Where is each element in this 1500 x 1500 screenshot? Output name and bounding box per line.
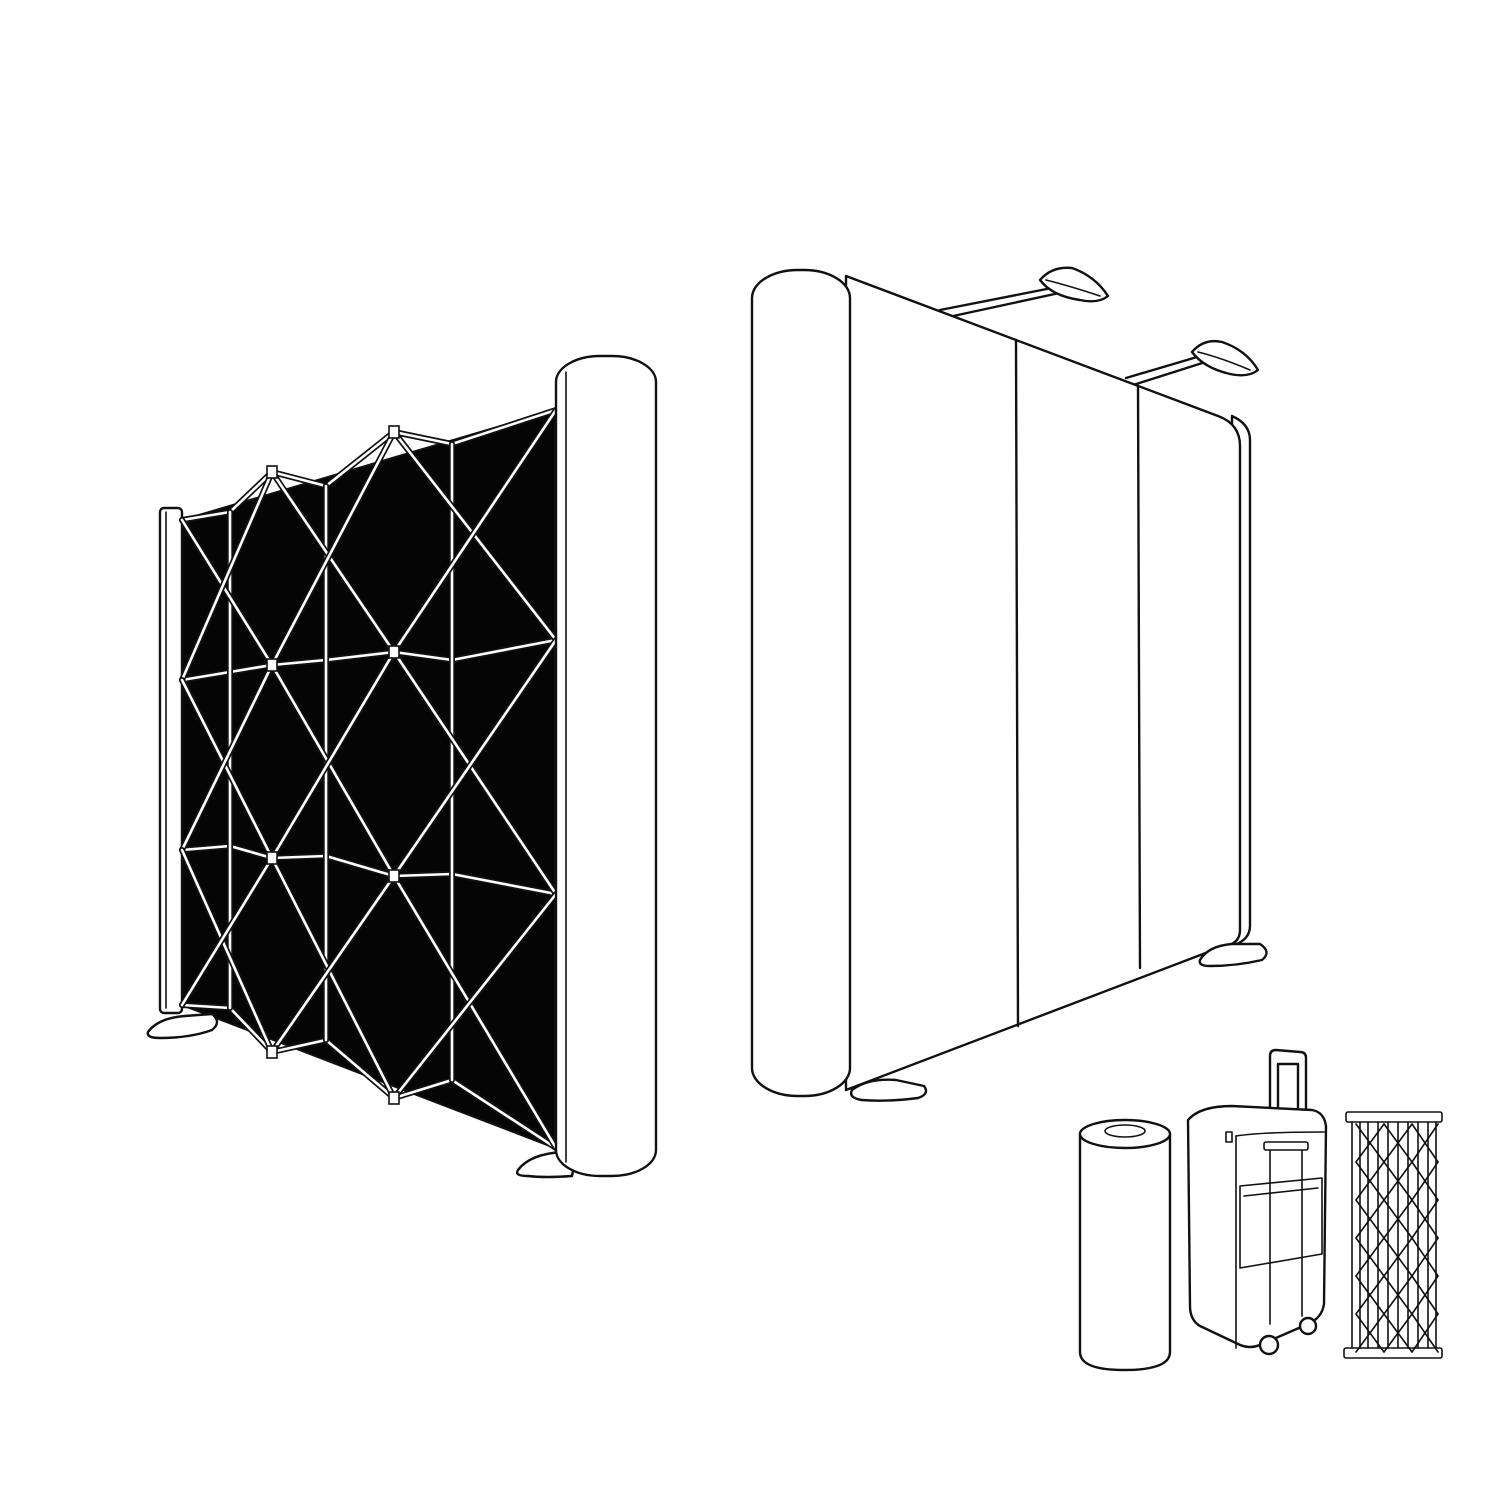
- spotlight-top: [938, 266, 1110, 320]
- frame-bar-highlight: [392, 430, 454, 446]
- frame-bar-highlight: [450, 638, 558, 662]
- wall-panel: [844, 274, 1242, 1092]
- frame-bar-highlight: [180, 678, 274, 860]
- wall-left-end-cap: [750, 268, 852, 1098]
- spotlight-bottom: [1124, 339, 1260, 388]
- frame-bar-highlight: [180, 1003, 232, 1010]
- frame-bar-highlight: [450, 872, 558, 896]
- frame-bar-highlight: [180, 470, 274, 682]
- left-end-cap: [158, 506, 184, 1015]
- folded-cross-bar: [1383, 1275, 1413, 1315]
- frame-bar-highlight: [270, 430, 396, 667]
- frame-bar-highlight: [270, 658, 328, 667]
- frame-bar-highlight: [270, 874, 396, 1054]
- folded-cross-bar: [1355, 1275, 1385, 1315]
- frame-bar-highlight: [180, 670, 232, 682]
- folded-cross-bar: [1355, 1313, 1385, 1353]
- frame-bar-highlight: [228, 844, 274, 860]
- folded-cross-bar: [1383, 1123, 1413, 1163]
- frame-bar-highlight: [228, 1006, 274, 1054]
- folded-cross-bar: [1355, 1199, 1385, 1239]
- folded-cross-bar: [1355, 1123, 1385, 1163]
- frame-bar-highlight: [392, 872, 454, 878]
- frame-bar-highlight: [270, 470, 396, 654]
- frame-bar-highlight: [270, 1038, 328, 1054]
- folded-cross-bar: [1355, 1237, 1385, 1277]
- folded-cross-bar: [1411, 1123, 1439, 1163]
- fabric-wall-display: [750, 266, 1268, 1102]
- frame-hub: [388, 425, 400, 439]
- folded-cross-bar: [1383, 1237, 1413, 1277]
- black-back-panel: [181, 408, 556, 1150]
- folded-frame: [1343, 1111, 1443, 1359]
- frame-hub: [266, 658, 278, 672]
- frame-bar-highlight: [324, 854, 396, 878]
- frame-bar-highlight: [324, 430, 396, 488]
- frame-bar-highlight: [392, 892, 558, 1100]
- frame-bar-highlight: [180, 856, 274, 1007]
- folded-cross-bar: [1355, 1161, 1385, 1201]
- frame-bar-highlight: [270, 663, 396, 878]
- wall-foot-right: [1198, 942, 1268, 968]
- frame-bar-highlight: [270, 856, 396, 1100]
- frame-hub: [388, 645, 400, 659]
- frame-hub: [266, 851, 278, 865]
- frame-bar-highlight: [392, 408, 558, 654]
- frame-hub: [266, 1045, 278, 1059]
- frame-hub: [266, 465, 278, 479]
- folded-cross-bar: [1383, 1199, 1413, 1239]
- frame-bar-highlight: [324, 1038, 396, 1100]
- frame-bar-highlight: [392, 874, 558, 1150]
- folded-cross-bar: [1383, 1161, 1413, 1201]
- frame-connectors: [266, 425, 400, 1105]
- frame-bar-highlight: [270, 650, 396, 860]
- frame-hub: [388, 1091, 400, 1105]
- frame-bar-highlight: [450, 408, 558, 446]
- popup-frame-display: [146, 354, 658, 1179]
- folded-cross-bar: [1411, 1199, 1439, 1239]
- frame-bar-highlight: [450, 1078, 558, 1150]
- trolley-case: [1186, 1048, 1328, 1356]
- scissor-frame: [179, 407, 559, 1151]
- frame-bar-highlight: [392, 650, 454, 662]
- frame-bar-highlight: [228, 470, 274, 514]
- frame-bar-highlight: [270, 470, 328, 488]
- frame-bar-highlight: [180, 518, 274, 667]
- frame-bar-highlight: [392, 638, 558, 878]
- frame-bar-highlight: [180, 844, 232, 852]
- folded-cross-bar: [1383, 1313, 1413, 1353]
- folded-cross-bar: [1411, 1275, 1439, 1315]
- frame-bar-highlight: [324, 650, 396, 662]
- left-foot: [146, 1012, 219, 1040]
- frame-bar-highlight: [392, 1078, 454, 1100]
- frame-bar-highlight: [180, 510, 232, 522]
- frame-bar-highlight: [270, 854, 328, 860]
- folded-cross-bar: [1411, 1161, 1439, 1201]
- frame-bar-highlight: [180, 848, 274, 1054]
- wall-foot-left: [849, 1078, 928, 1102]
- frame-bar-highlight: [228, 663, 274, 674]
- frame-bar-highlight: [392, 650, 558, 896]
- graphic-roll: [1078, 1118, 1172, 1372]
- frame-bar-highlight: [180, 663, 274, 852]
- folded-cross-bar: [1411, 1313, 1439, 1353]
- right-end-cap: [554, 354, 658, 1178]
- frame-hub: [388, 869, 400, 883]
- folded-cross-bar: [1411, 1237, 1439, 1277]
